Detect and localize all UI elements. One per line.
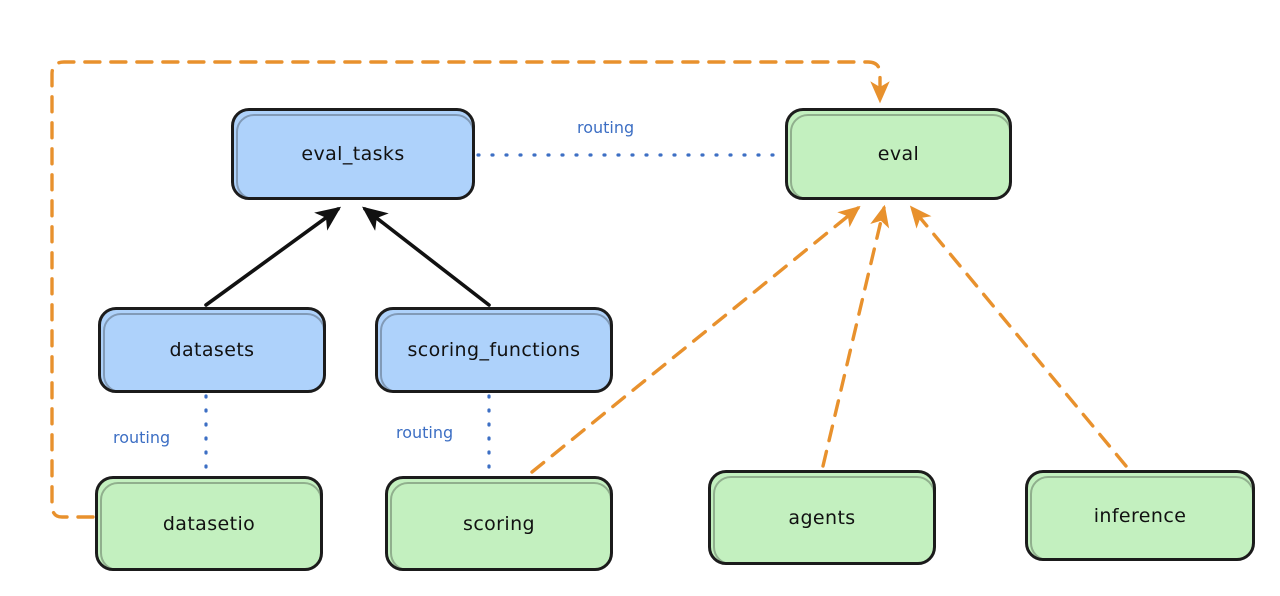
edge-inference-to-eval bbox=[909, 205, 1128, 468]
node-scoring-label: scoring bbox=[463, 512, 535, 535]
node-eval[interactable]: eval bbox=[785, 108, 1012, 200]
edge-scoring-to-eval bbox=[530, 205, 861, 474]
edge-datasetio-to-eval bbox=[50, 60, 890, 519]
node-inference-label: inference bbox=[1093, 504, 1187, 527]
node-datasets-label: datasets bbox=[169, 339, 255, 361]
node-datasetio[interactable]: datasetio bbox=[95, 476, 323, 571]
node-eval-tasks[interactable]: eval_tasks bbox=[231, 108, 475, 200]
node-scoring[interactable]: scoring bbox=[385, 476, 613, 571]
edge-agents-to-eval bbox=[821, 204, 890, 468]
node-agents-label: agents bbox=[788, 506, 856, 529]
edge-datasets-to-eval-tasks bbox=[204, 206, 342, 307]
edge-scoring-functions-to-eval-tasks bbox=[362, 206, 491, 307]
node-eval-label: eval bbox=[877, 143, 920, 165]
node-datasetio-label: datasetio bbox=[162, 512, 256, 535]
node-eval-tasks-label: eval_tasks bbox=[301, 143, 405, 165]
node-datasets[interactable]: datasets bbox=[98, 307, 326, 393]
node-scoring-functions[interactable]: scoring_functions bbox=[375, 307, 613, 393]
node-agents[interactable]: agents bbox=[708, 470, 936, 565]
node-inference[interactable]: inference bbox=[1025, 470, 1255, 561]
node-scoring-functions-label: scoring_functions bbox=[407, 339, 581, 361]
